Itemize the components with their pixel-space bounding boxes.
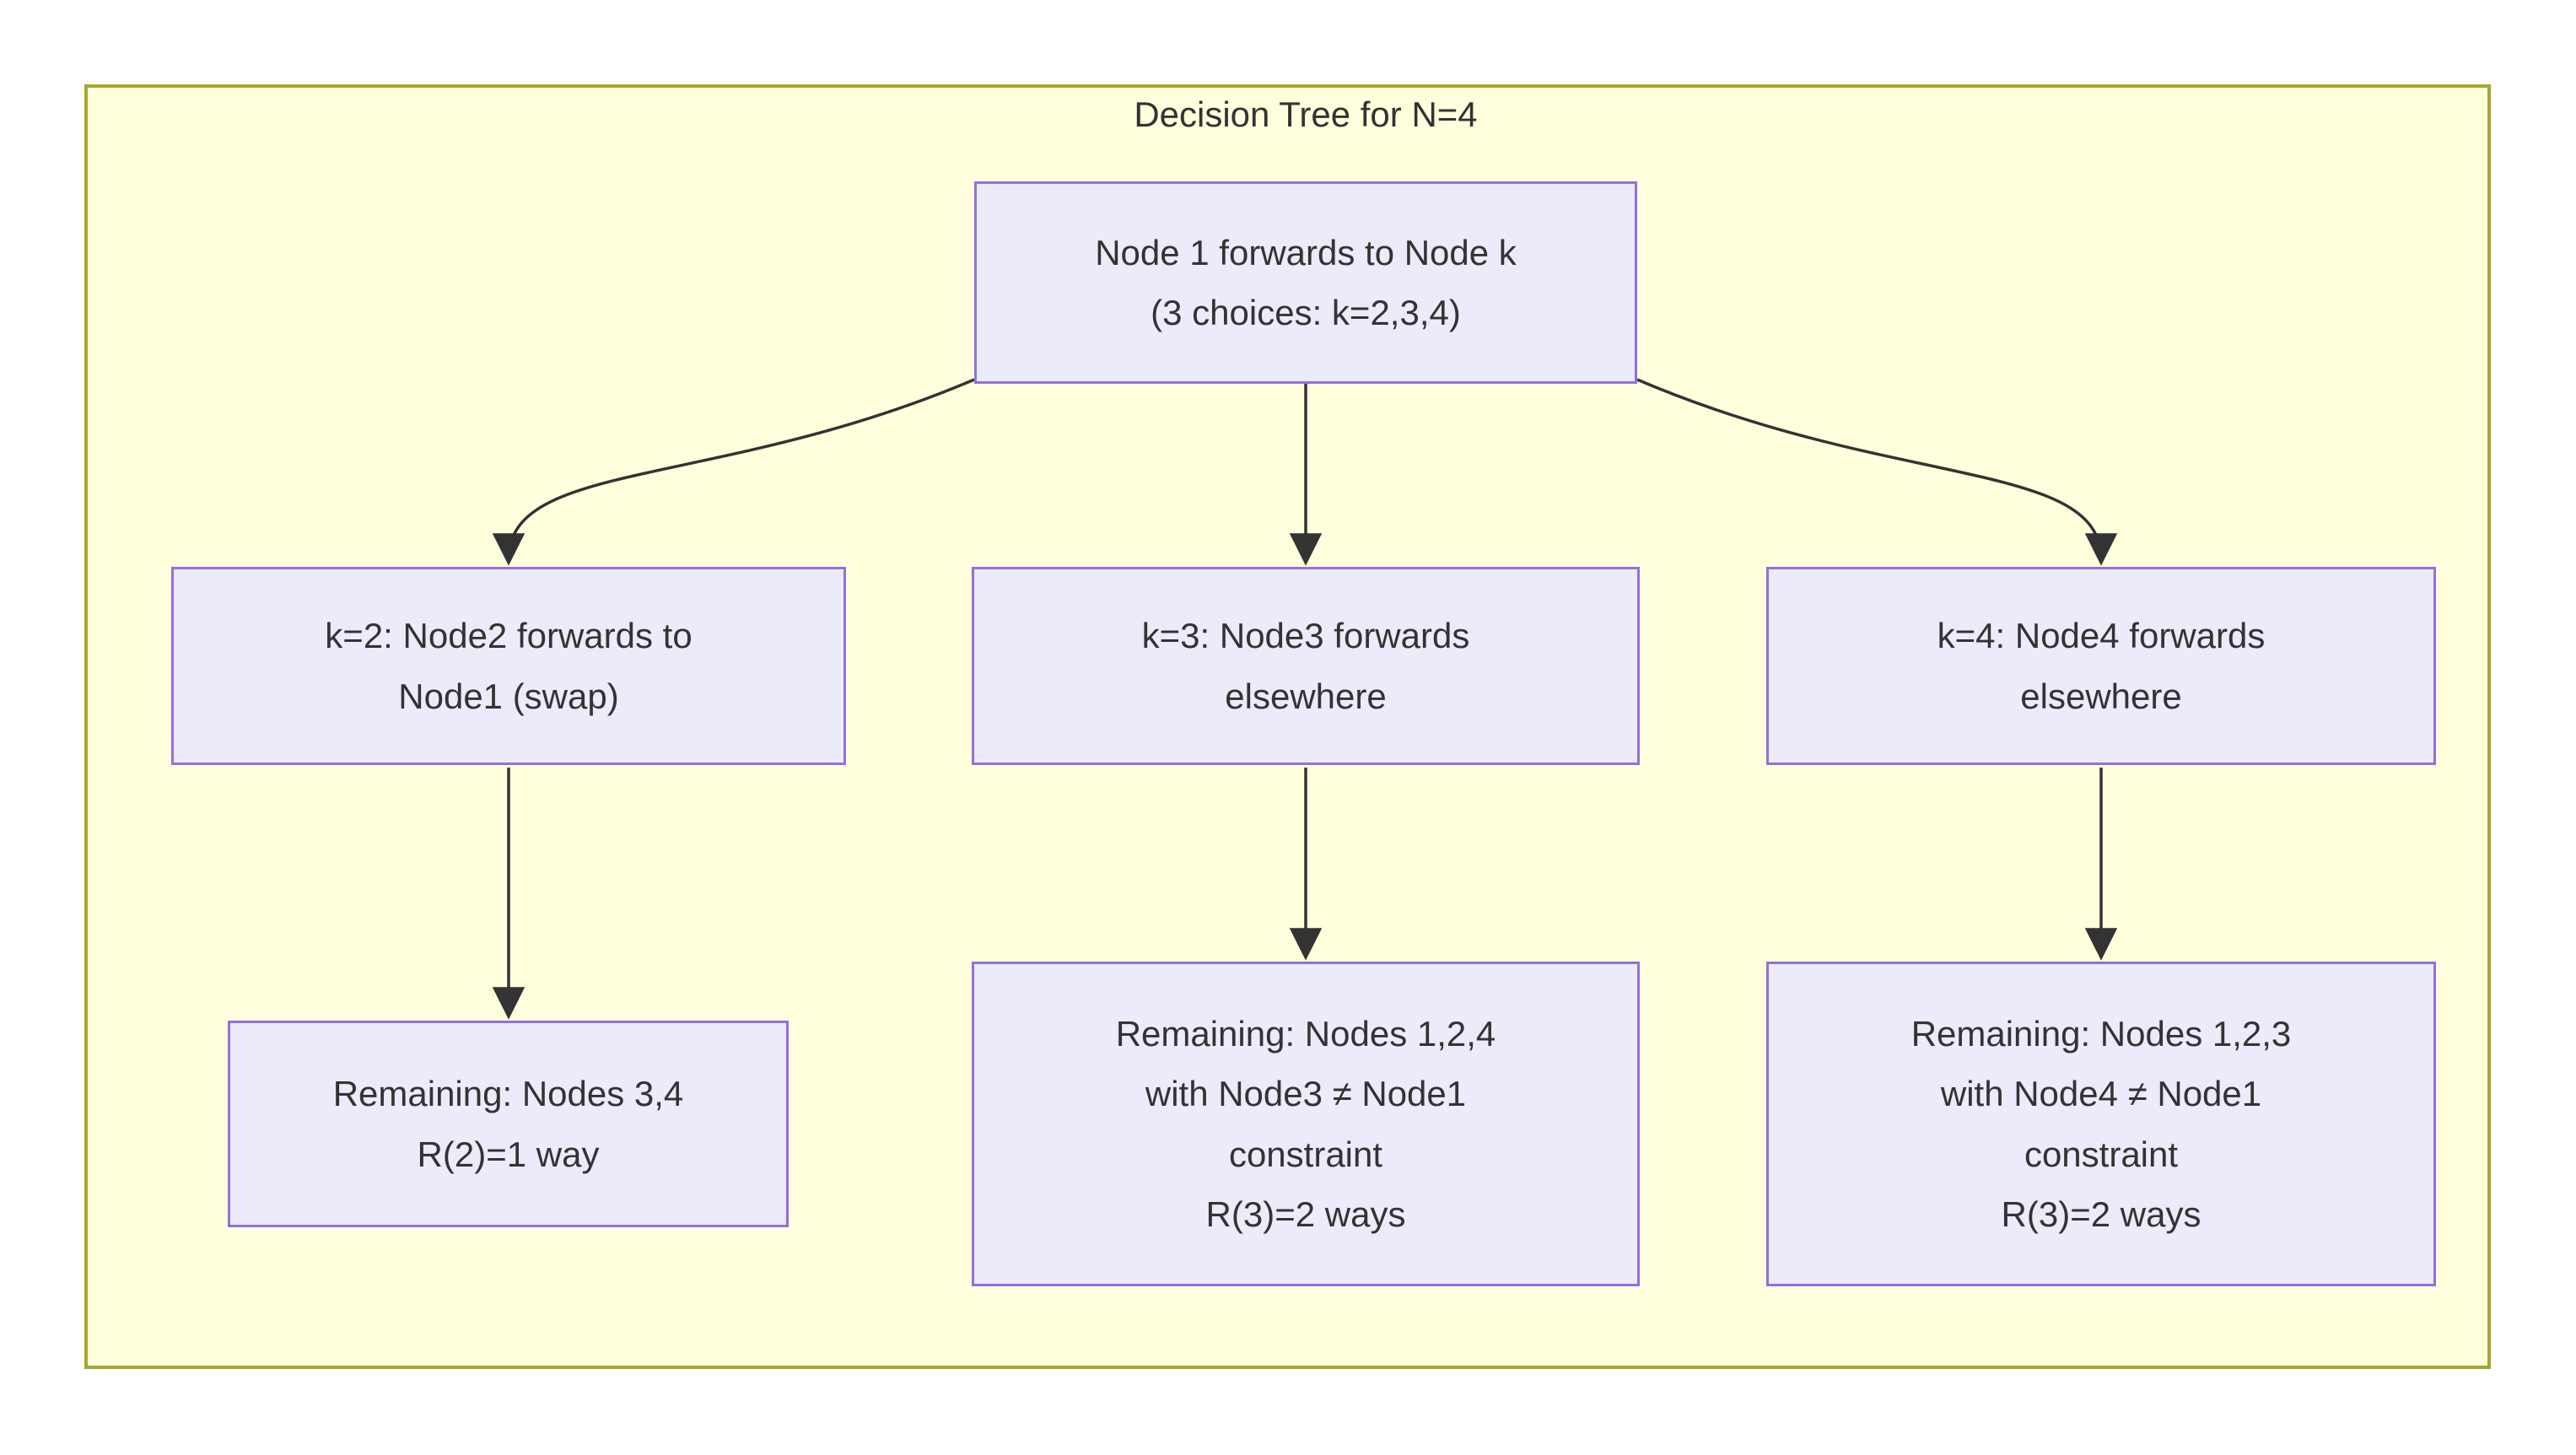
node-k3-line: k=3: Node3 forwards — [1141, 616, 1470, 656]
node-k2-line: k=2: Node2 forwards to — [325, 616, 693, 656]
node-r3a-line: constraint — [1228, 1134, 1383, 1174]
node-remaining-k4: Remaining: Nodes 1,2,3 with Node4 ≠ Node… — [1766, 962, 2436, 1286]
node-k4: k=4: Node4 forwards elsewhere — [1766, 567, 2436, 765]
node-k3-line: elsewhere — [1225, 676, 1387, 716]
node-r3a-line: with Node3 ≠ Node1 — [1145, 1074, 1467, 1114]
node-r3b-line: Remaining: Nodes 1,2,3 — [1910, 1013, 2292, 1054]
node-k4-line: k=4: Node4 forwards — [1937, 616, 2266, 656]
node-r3b-line: constraint — [2024, 1134, 2179, 1174]
node-r3a-line: R(3)=2 ways — [1205, 1194, 1406, 1234]
node-r3a-line: Remaining: Nodes 1,2,4 — [1115, 1013, 1496, 1054]
node-r3b-line: with Node4 ≠ Node1 — [1940, 1074, 2262, 1114]
node-r2-line: Remaining: Nodes 3,4 — [332, 1074, 684, 1114]
node-root-line: Node 1 forwards to Node k — [1095, 232, 1517, 272]
node-root-line: (3 choices: k=2,3,4) — [1151, 293, 1461, 332]
node-k4-line: elsewhere — [2020, 676, 2182, 716]
node-k3: k=3: Node3 forwards elsewhere — [972, 567, 1640, 765]
node-root: Node 1 forwards to Node k (3 choices: k=… — [974, 181, 1637, 384]
node-k2-line: Node1 (swap) — [398, 676, 619, 716]
node-k2: k=2: Node2 forwards to Node1 (swap) — [171, 567, 846, 765]
node-remaining-k2: Remaining: Nodes 3,4 R(2)=1 way — [228, 1021, 789, 1227]
node-r3b-line: R(3)=2 ways — [2001, 1194, 2201, 1234]
node-remaining-k3: Remaining: Nodes 1,2,4 with Node3 ≠ Node… — [972, 962, 1640, 1286]
node-r2-line: R(2)=1 way — [417, 1134, 600, 1174]
diagram-title: Decision Tree for N=4 — [1134, 94, 1478, 134]
